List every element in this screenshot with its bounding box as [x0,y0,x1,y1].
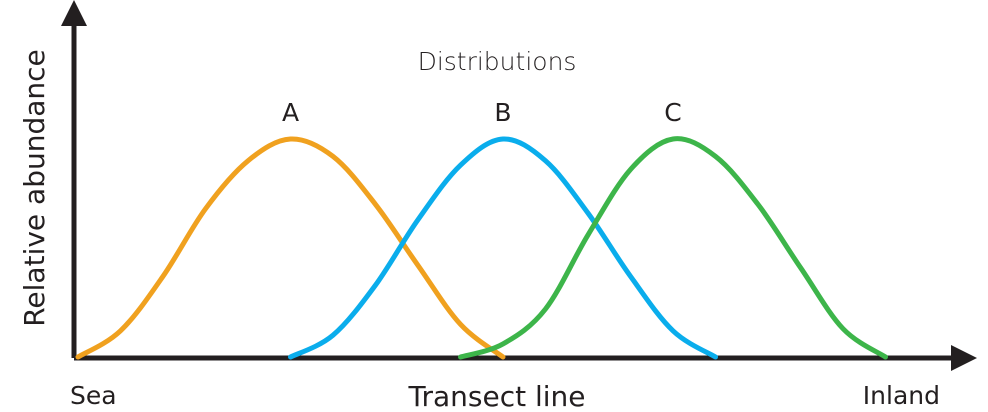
x-axis-end-label: Inland [863,381,940,410]
x-axis-arrow-icon [951,345,977,371]
y-axis-arrow-icon [61,0,87,26]
x-axis-label: Transect line [407,380,585,412]
axes [61,0,977,371]
series-b-label: B [494,98,511,127]
series-c-curve [458,136,888,360]
y-axis-label: Relative abundance [18,49,51,327]
chart-title: Distributions [418,47,577,76]
curve-labels: A B C [282,98,682,127]
series-b-curve [288,136,718,360]
curves [75,136,888,360]
series-a-label: A [282,98,299,127]
series-c-label: C [664,98,681,127]
series-a-curve [75,136,506,360]
x-axis-start-label: Sea [70,381,117,410]
